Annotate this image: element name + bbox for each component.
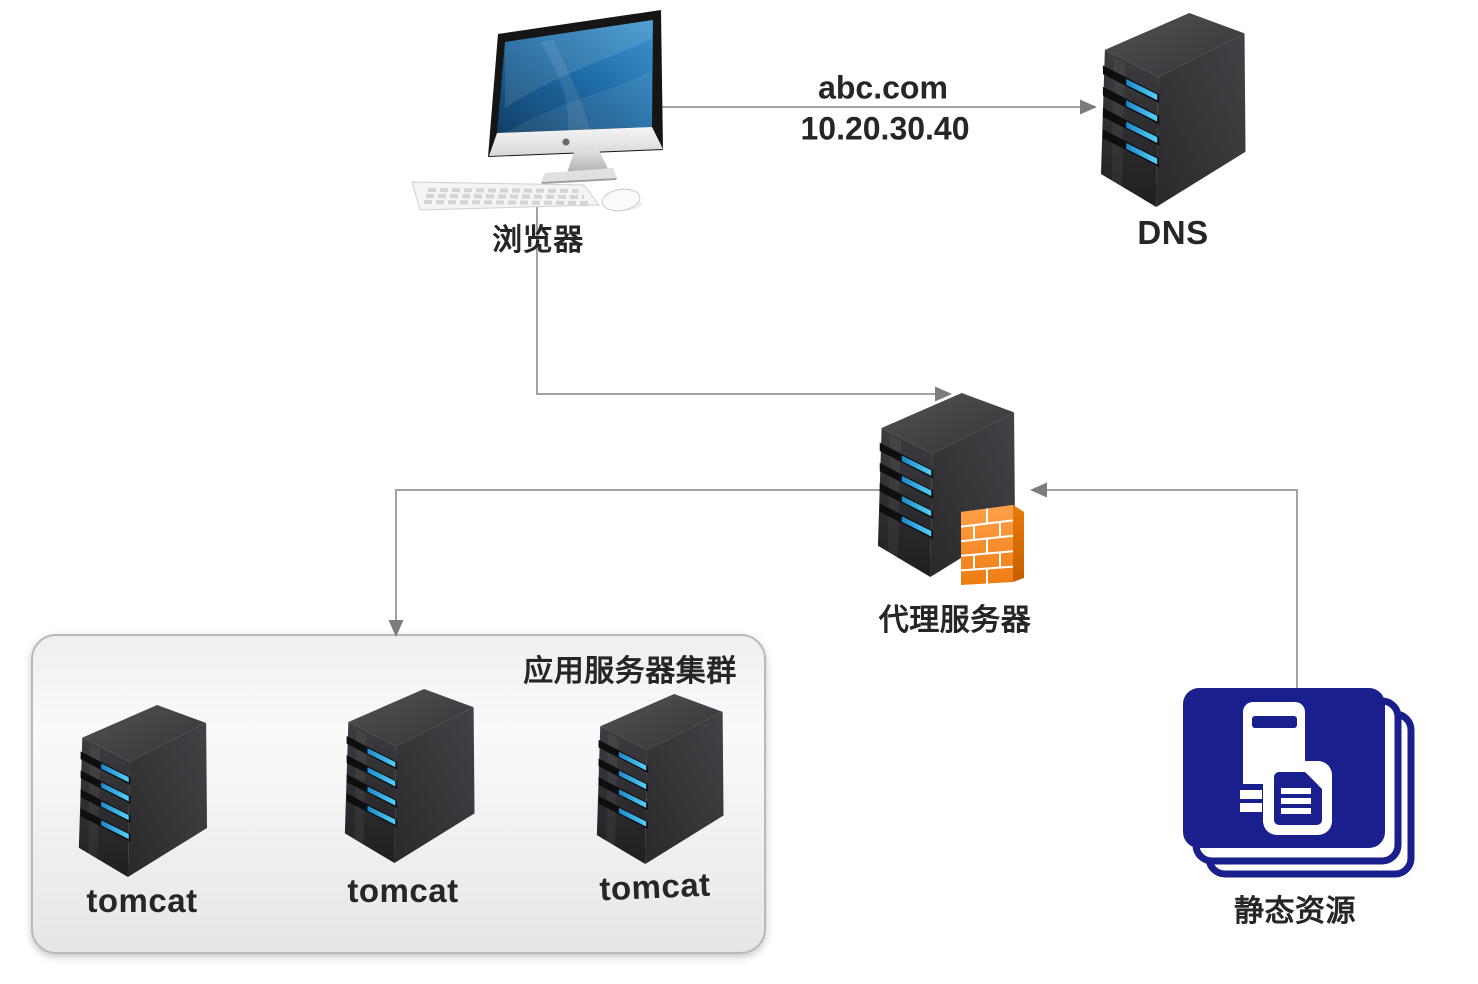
- imac-chin: [489, 127, 663, 156]
- edge-proxy-to-cluster-line: [395, 489, 905, 623]
- static-resources-label: 静态资源: [1234, 895, 1356, 928]
- mouse-icon: [601, 188, 642, 212]
- connector-lines: [395, 106, 1298, 690]
- arrowhead-into-proxy-top: [935, 386, 952, 402]
- app-cluster-title: 应用服务器集群: [523, 655, 737, 688]
- imac-base: [541, 168, 617, 182]
- firewall-icon: [960, 505, 1024, 585]
- tomcat-2-label: tomcat: [347, 872, 459, 909]
- edge-browser-to-proxy-line: [536, 206, 938, 395]
- edge-label-domain: abc.com: [818, 69, 948, 106]
- dns-server-icon: [1100, 13, 1246, 207]
- edge-label-ip: 10.20.30.40: [800, 110, 970, 147]
- browser-computer-icon: [411, 10, 663, 212]
- arrowhead-into-dns: [1080, 99, 1097, 115]
- browser-label: 浏览器: [492, 224, 584, 257]
- edge-static-to-proxy-line: [1046, 489, 1298, 690]
- tomcat-3-label: tomcat: [598, 865, 712, 908]
- tomcat-1-label: tomcat: [86, 882, 198, 919]
- keyboard-icon: [411, 181, 600, 211]
- proxy-label: 代理服务器: [878, 604, 1032, 637]
- arrowhead-into-proxy-right: [1030, 482, 1047, 498]
- dns-label: DNS: [1137, 214, 1209, 251]
- document-glyph: [1263, 761, 1332, 835]
- apple-logo-icon: [562, 138, 570, 146]
- arrowheads: [388, 99, 1097, 637]
- static-resources-icon: [1183, 688, 1415, 878]
- arrowhead-into-cluster: [388, 620, 404, 637]
